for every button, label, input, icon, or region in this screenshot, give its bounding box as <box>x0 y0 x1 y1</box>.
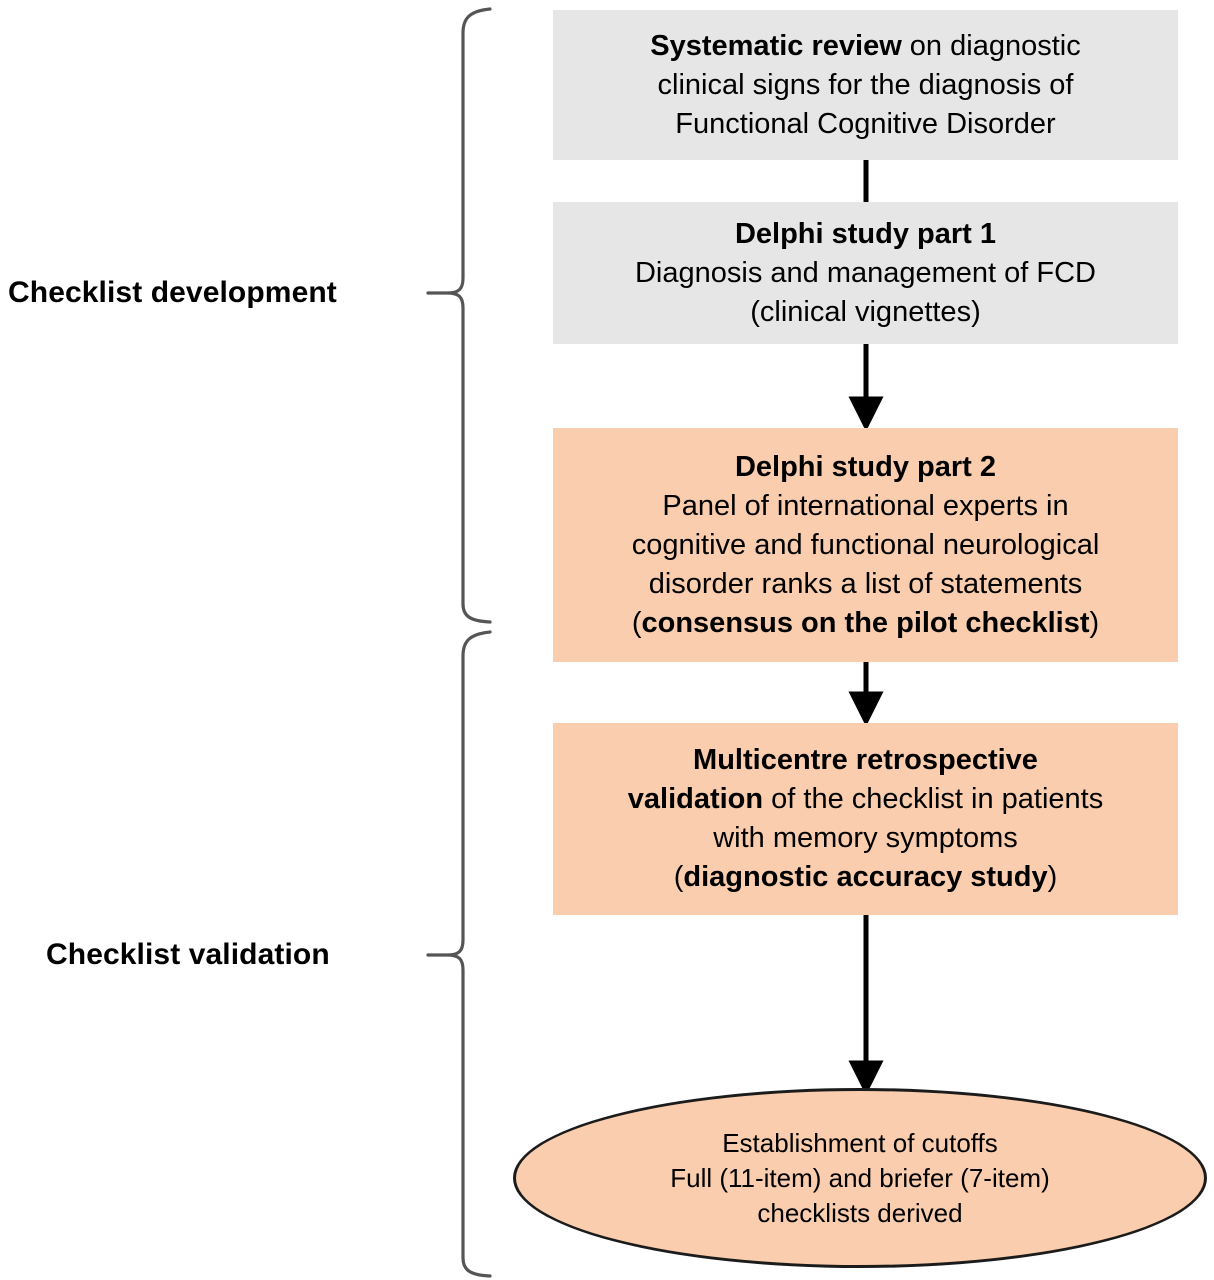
node-line-bold: Systematic review <box>650 29 902 62</box>
node-line: (diagnostic accuracy study) <box>553 858 1178 897</box>
node-line-bold: diagnostic accuracy study <box>683 861 1048 893</box>
node-line-bold: validation <box>627 783 764 815</box>
node-systematic-review-text: Systematic review on diagnostic clinical… <box>553 27 1178 144</box>
node-line: cognitive and functional neurological <box>631 528 1100 561</box>
node-line: validation of the checklist in patients <box>553 780 1178 819</box>
node-line: disorder ranks a list of statements <box>648 567 1083 600</box>
phase-label-checklist-development: Checklist development <box>8 276 337 309</box>
node-line-plain: on diagnostic <box>901 29 1081 62</box>
node-line-plain: of the checklist in patients <box>763 783 1104 815</box>
node-line: Functional Cognitive Disorder <box>675 107 1056 140</box>
node-delphi-study-part-2-text: Delphi study part 2 Panel of internation… <box>553 448 1178 643</box>
node-line: Diagnosis and management of FCD <box>634 256 1096 289</box>
node-line: with memory symptoms <box>713 822 1018 854</box>
bracket-validation <box>426 630 492 1278</box>
node-multicentre-validation: Multicentre retrospective validation of … <box>553 723 1178 915</box>
node-delphi-study-part-1-text: Delphi study part 1 Diagnosis and manage… <box>553 215 1178 332</box>
node-line: Panel of international experts in <box>662 489 1069 522</box>
node-line-paren-open: ( <box>631 606 642 639</box>
node-delphi-study-part-1: Delphi study part 1 Diagnosis and manage… <box>553 202 1178 344</box>
node-line-paren-close: ) <box>1089 606 1100 639</box>
node-establishment-of-cutoffs: Establishment of cutoffs Full (11-item) … <box>513 1088 1207 1268</box>
node-line: (clinical vignettes) <box>750 295 981 328</box>
node-systematic-review: Systematic review on diagnostic clinical… <box>553 10 1178 160</box>
node-line: (consensus on the pilot checklist) <box>553 604 1178 643</box>
node-line-bold: Multicentre retrospective <box>693 744 1038 776</box>
node-delphi-study-part-2: Delphi study part 2 Panel of internation… <box>553 428 1178 662</box>
node-establishment-of-cutoffs-text: Establishment of cutoffs Full (11-item) … <box>516 1126 1204 1231</box>
node-line-paren-close: ) <box>1047 861 1058 893</box>
node-line: Systematic review on diagnostic <box>553 27 1178 66</box>
bracket-development <box>426 7 492 624</box>
node-line-bold: Delphi study part 2 <box>734 450 997 483</box>
node-line-paren-open: ( <box>673 861 684 893</box>
node-line: clinical signs for the diagnosis of <box>657 68 1074 101</box>
node-line: Full (11-item) and briefer (7-item) <box>670 1162 1050 1193</box>
node-line: checklists derived <box>757 1197 963 1228</box>
node-line-bold: consensus on the pilot checklist <box>641 606 1090 639</box>
node-line-bold: Delphi study part 1 <box>734 217 997 250</box>
phase-label-checklist-validation: Checklist validation <box>46 938 330 971</box>
node-multicentre-validation-text: Multicentre retrospective validation of … <box>553 741 1178 897</box>
node-line: Establishment of cutoffs <box>722 1127 998 1158</box>
